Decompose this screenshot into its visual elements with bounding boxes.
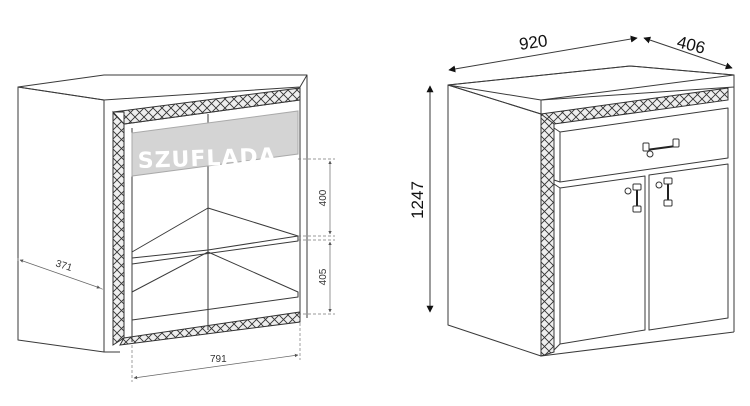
drawer-box bbox=[131, 110, 299, 177]
dim-height: 1247 bbox=[408, 181, 427, 219]
right-side-panel bbox=[447, 84, 542, 357]
right-hatch-side bbox=[540, 112, 555, 357]
left-door bbox=[559, 175, 646, 345]
drawer-label: SZUFLADA bbox=[137, 144, 277, 174]
middle-shelf bbox=[131, 235, 299, 265]
right-door bbox=[648, 163, 729, 331]
left-hatch-bottom bbox=[119, 311, 301, 346]
dim-lower-compartment: 405 bbox=[318, 268, 329, 285]
dim-depth-inner: 371 bbox=[54, 258, 74, 274]
left-door-handle bbox=[624, 183, 642, 213]
dim-inner-width: 791 bbox=[210, 354, 227, 365]
left-hatch-side bbox=[112, 110, 125, 346]
dim-arrow-depth bbox=[643, 36, 733, 70]
dim-arrow-width bbox=[448, 35, 638, 73]
bottom-shelf bbox=[131, 251, 299, 321]
dim-upper-compartment: 400 bbox=[318, 189, 329, 206]
dim-depth: 406 bbox=[675, 32, 707, 57]
right-cabinet-view: 920 406 1247 bbox=[408, 31, 735, 357]
drawer-handle bbox=[642, 138, 680, 158]
dim-width: 920 bbox=[518, 31, 549, 54]
left-side-panel bbox=[17, 86, 105, 353]
right-door-handle bbox=[655, 177, 673, 207]
left-cabinet-view: SZUFLADA 400 405 371 791 bbox=[17, 74, 335, 382]
